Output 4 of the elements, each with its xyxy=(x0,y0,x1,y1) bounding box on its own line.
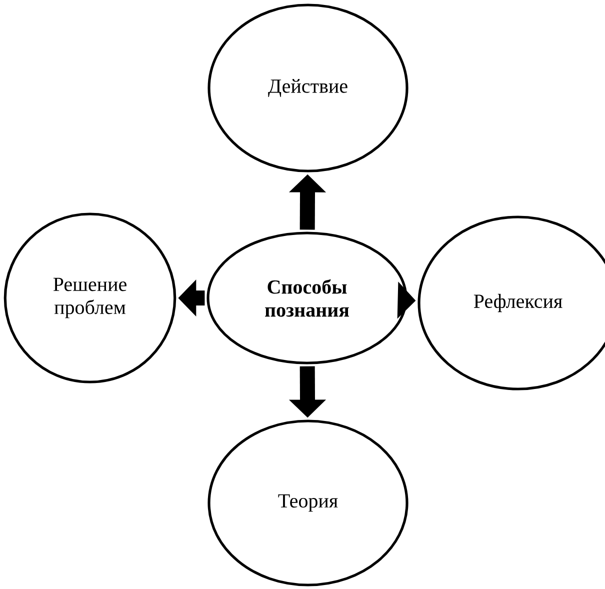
ellipse-node: Способы познания xyxy=(206,232,408,364)
ellipse-node: Решение проблем xyxy=(4,212,176,384)
ellipse-node: Теория xyxy=(208,420,408,586)
ellipse-node: Действие xyxy=(208,4,408,172)
